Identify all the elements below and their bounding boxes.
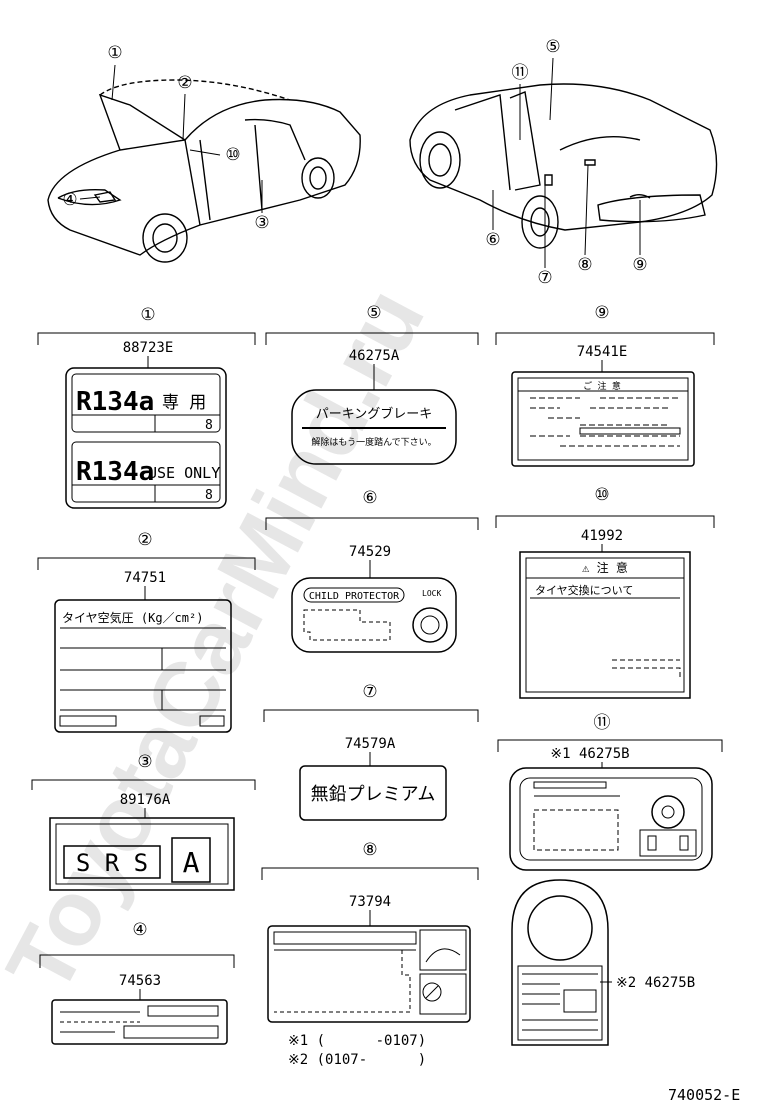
car-callouts: ① ② ⑩ ④ ③ ⑤ ⑪ ⑥ ⑦ ⑧ ⑨ <box>62 37 647 288</box>
label-9-block: ⑨ 74541E ご 注 意 <box>495 303 715 467</box>
parking-brake-note: 解除はもう一度踏んで下さい。 <box>311 436 436 448</box>
callout-3: ③ <box>137 752 152 772</box>
callout-2-car: ② <box>177 73 192 93</box>
srs-text: S R S <box>76 849 148 877</box>
callout-5-car: ⑤ <box>545 37 560 57</box>
callout-8: ⑧ <box>362 840 377 860</box>
label-8-block: ⑧ 73794 <box>261 840 479 1023</box>
callout-4: ④ <box>132 920 147 940</box>
label-1-block: ① 88723E R134a 専 用 8 R134a USE ONLY 8 <box>37 305 256 509</box>
part-number-46275b: ※1 46275B <box>550 746 629 762</box>
callout-10-car: ⑩ <box>225 145 240 165</box>
figure-code: 740052-E <box>668 1086 740 1104</box>
parking-brake-title: パーキングブレーキ <box>316 406 433 422</box>
callout-6: ⑥ <box>362 488 377 508</box>
srs-letter: A <box>183 846 200 879</box>
front-car-illustration <box>47 79 361 263</box>
lock-label: LOCK <box>422 589 441 598</box>
callout-11: ⑪ <box>594 713 611 733</box>
label-11-block: ⑪ ※1 46275B <box>497 713 723 871</box>
callout-11-car: ⑪ <box>512 63 529 83</box>
label-5-block: ⑤ 46275A パーキングブレーキ 解除はもう一度踏んで下さい。 <box>265 303 479 465</box>
r134a-jp-text: R134a <box>76 387 154 417</box>
rear-car-illustration <box>409 83 718 249</box>
use-only-text: USE ONLY <box>148 464 220 482</box>
tire-change-title: タイヤ交換について <box>535 583 633 597</box>
part-number-88723e: 88723E <box>123 340 174 356</box>
label-3-block: ③ 89176A S R S A <box>31 752 256 891</box>
callout-6-car: ⑥ <box>485 230 500 250</box>
qty-b: 8 <box>205 488 213 503</box>
callout-1: ① <box>140 305 155 325</box>
footnote-1: ※1 ( -0107) <box>288 1033 426 1049</box>
label-6-block: ⑥ 74529 CHILD PROTECTOR LOCK <box>265 488 479 653</box>
child-protector-title: CHILD PROTECTOR <box>309 591 400 602</box>
caution-title-10: ⚠ 注 意 <box>582 560 628 575</box>
jp-only-text: 専 用 <box>162 393 206 413</box>
qty-a: 8 <box>205 418 213 433</box>
label-2-block: ② 74751 タイヤ空気圧 (Kg／cm²) <box>37 530 256 733</box>
part-number-74563: 74563 <box>119 973 161 989</box>
callout-9: ⑨ <box>594 303 609 323</box>
callout-8-car: ⑧ <box>577 255 592 275</box>
callout-7: ⑦ <box>362 682 377 702</box>
tire-pressure-title: タイヤ空気圧 (Kg／cm²) <box>62 610 203 625</box>
label-7-block: ⑦ 74579A 無鉛プレミアム <box>263 682 479 821</box>
label-10-block: ⑩ 41992 ⚠ 注 意 タイヤ交換について <box>495 485 715 699</box>
callout-2: ② <box>137 530 152 550</box>
hanger-tag: ※2 46275B <box>511 879 695 1046</box>
part-number-46275a: 46275A <box>349 348 400 364</box>
part-number-74579a: 74579A <box>345 736 396 752</box>
callout-1-car: ① <box>107 43 122 63</box>
callout-4-car: ④ <box>62 190 77 210</box>
part-number-73794: 73794 <box>349 894 391 910</box>
part-number-41992: 41992 <box>581 528 623 544</box>
footnote-2: ※2 (0107- ) <box>288 1052 426 1068</box>
part-number-74751: 74751 <box>124 570 166 586</box>
callout-5: ⑤ <box>366 303 381 323</box>
part-number-74541e: 74541E <box>577 344 628 360</box>
unleaded-premium-text: 無鉛プレミアム <box>311 784 436 805</box>
callout-10: ⑩ <box>594 485 609 505</box>
caution-title-9: ご 注 意 <box>583 380 621 392</box>
label-4-block: ④ 74563 <box>39 920 235 1045</box>
r134a-en-text: R134a <box>76 457 154 487</box>
part-number-89176a: 89176A <box>120 792 171 808</box>
callout-7-car: ⑦ <box>537 268 552 288</box>
callout-9-car: ⑨ <box>632 255 647 275</box>
callout-3-car: ③ <box>254 213 269 233</box>
hanger-part-number: ※2 46275B <box>616 975 695 991</box>
part-number-74529: 74529 <box>349 544 391 560</box>
